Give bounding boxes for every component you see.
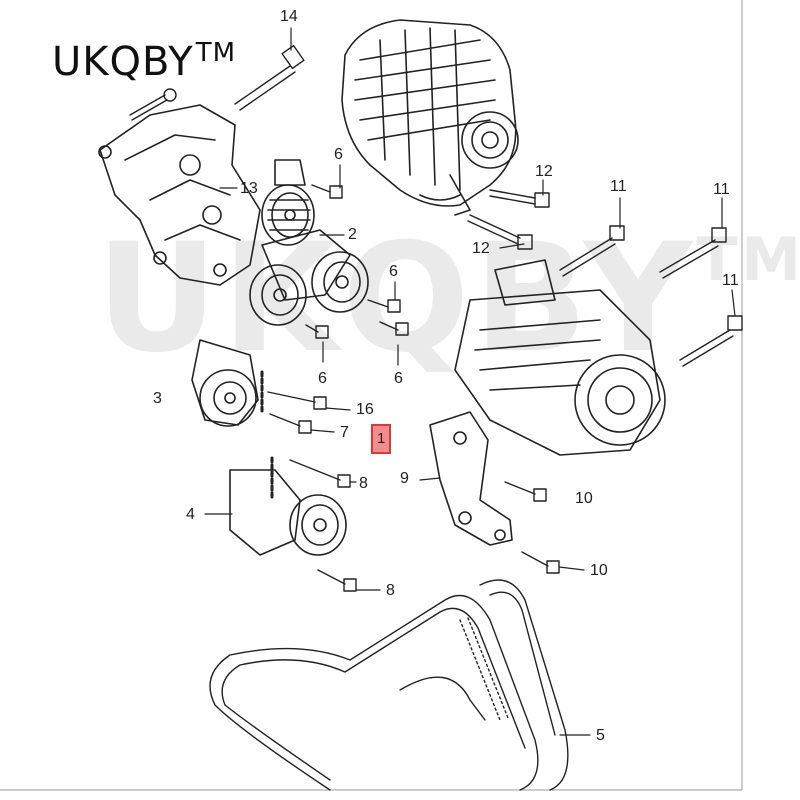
tensioner-lower — [229, 456, 347, 556]
callout-11: 11 — [722, 272, 739, 289]
leader-lines — [204, 27, 736, 736]
brand-logo-text: UKQBYTM — [52, 38, 237, 85]
arm-bracket — [261, 229, 351, 301]
callout-9: 9 — [400, 470, 409, 487]
frame-border — [0, 0, 743, 791]
lower-pulley-right — [311, 251, 369, 313]
callout-8: 8 — [359, 475, 368, 492]
callout-3: 3 — [153, 390, 162, 407]
bracket — [98, 104, 261, 286]
drive-belt — [209, 579, 569, 791]
callout-4: 4 — [186, 506, 195, 523]
ac-compressor — [454, 259, 666, 456]
callout-11: 11 — [713, 181, 730, 198]
callout-6: 6 — [334, 146, 343, 163]
callout-13: 13 — [240, 180, 258, 197]
bracket-arm — [429, 411, 513, 546]
alternator — [341, 19, 519, 216]
bolts — [129, 44, 743, 592]
callout-12: 12 — [472, 240, 490, 257]
callout-7: 7 — [340, 424, 349, 441]
callout-16: 16 — [356, 401, 374, 418]
callout-10: 10 — [590, 562, 608, 579]
lower-pulley-left — [249, 264, 307, 326]
callout-5: 5 — [596, 727, 605, 744]
callout-8: 8 — [386, 582, 395, 599]
upper-pulley — [261, 159, 315, 246]
callout-2: 2 — [348, 226, 357, 243]
callout-11: 11 — [610, 178, 627, 195]
tensioner-upper — [191, 339, 264, 427]
callout-12: 12 — [535, 163, 553, 180]
callout-6: 6 — [394, 370, 403, 387]
callout-14: 14 — [280, 8, 298, 25]
callout-6: 6 — [389, 263, 398, 280]
callout-10: 10 — [575, 490, 593, 507]
watermark: UKQBYTM — [96, 212, 800, 386]
callout-6: 6 — [318, 370, 327, 387]
callout-1-highlighted: 1 — [371, 424, 392, 454]
